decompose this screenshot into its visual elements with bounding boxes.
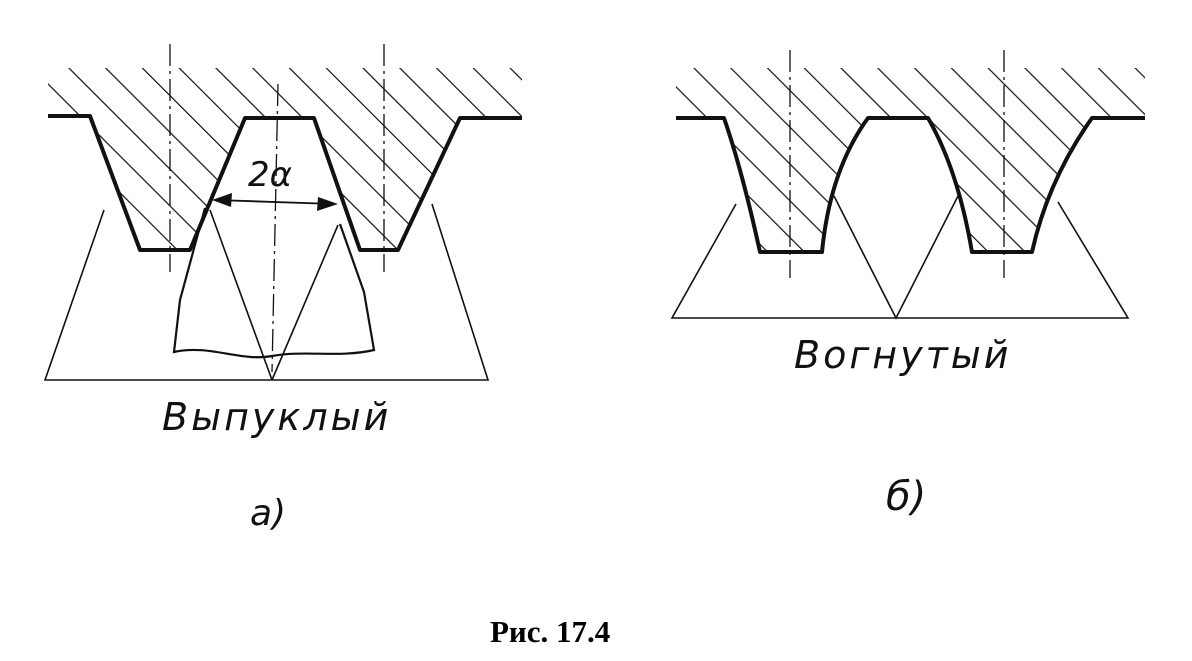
panel-b-thread-profile [676,116,1145,254]
angle-label: 2α [248,155,292,195]
panel-b: Вогнутый б) [670,50,1145,520]
panel-b-profile-label: Вогнутый [794,333,1011,377]
panel-b-letter: б) [886,474,926,520]
panel-b-triangle-envelope [670,201,1130,319]
panel-a-centerline-middle [271,83,279,373]
panel-a: 2α Выпуклый а) [43,44,522,534]
panel-a-triangle-envelope [43,203,490,381]
panel-a-letter: а) [250,493,286,534]
panel-a-inner-v-left [209,209,273,381]
panel-a-arrowhead-left [212,193,232,207]
panel-b-inner-w [833,195,959,320]
panel-a-arrowhead-right [317,197,338,211]
figure-caption: Рис. 17.4 [490,614,610,649]
panel-a-profile-label: Выпуклый [162,395,391,439]
panel-b-hatched-body [676,68,1145,252]
panel-a-inner-v-right [271,224,339,381]
panel-a-thread-profile [48,114,522,252]
panel-a-angle-dimension [215,199,335,205]
panel-a-convex-tooth [172,207,376,359]
panel-a-hatched-body [48,68,522,250]
